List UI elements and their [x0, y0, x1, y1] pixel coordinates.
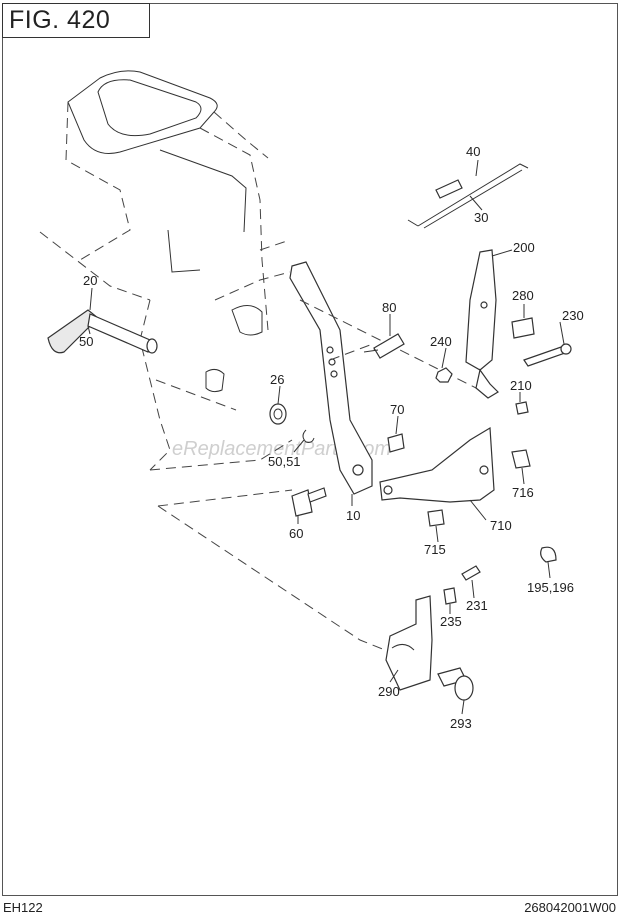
- callout-240: 240: [430, 334, 452, 349]
- part-200-bracket: [465, 249, 499, 399]
- part-80-spring: [363, 333, 405, 359]
- part-710-bracket: [379, 426, 495, 503]
- drawing-part-number: 268042001W00: [524, 900, 616, 915]
- callout-231: 231: [466, 598, 488, 613]
- part-195-clamp: [540, 546, 557, 563]
- callout-30: 30: [474, 210, 488, 225]
- part-290-bracket: [385, 595, 433, 691]
- part-293-bolt: [437, 667, 474, 701]
- callout-293: 293: [450, 716, 472, 731]
- leader-lines: [87, 159, 565, 715]
- callout-200: 200: [513, 240, 535, 255]
- washers: [269, 403, 315, 443]
- callout-715: 715: [424, 542, 446, 557]
- callout-210: 210: [510, 378, 532, 393]
- callout-230: 230: [562, 308, 584, 323]
- drawing-frame: [2, 3, 618, 896]
- callout-70: 70: [390, 402, 404, 417]
- callout-716: 716: [512, 485, 534, 500]
- figure-title: FIG. 420: [2, 3, 150, 38]
- fasteners-upper: [435, 317, 572, 415]
- engine-outline: [39, 70, 411, 661]
- callout-60: 60: [289, 526, 303, 541]
- callout-10: 10: [346, 508, 360, 523]
- callout-26: 26: [270, 372, 284, 387]
- callout-195-196: 195,196: [527, 580, 574, 595]
- callout-235: 235: [440, 614, 462, 629]
- parts-231-235: [443, 565, 481, 605]
- part-70-clip: [387, 433, 405, 453]
- callout-80: 80: [382, 300, 396, 315]
- callout-280: 280: [512, 288, 534, 303]
- callout-labels: 40 30 200 20 50 80 280 230 240 26 210 70…: [79, 144, 584, 731]
- callout-20: 20: [83, 273, 97, 288]
- callout-40: 40: [466, 144, 480, 159]
- part-30-rod-spring: [407, 163, 529, 229]
- model-code: EH122: [3, 900, 43, 915]
- bolts-middle: [291, 449, 531, 527]
- callout-50-51: 50,51: [268, 454, 301, 469]
- callout-290: 290: [378, 684, 400, 699]
- callout-50: 50: [79, 334, 93, 349]
- part-20-lever-rod: [47, 309, 158, 354]
- callout-710: 710: [490, 518, 512, 533]
